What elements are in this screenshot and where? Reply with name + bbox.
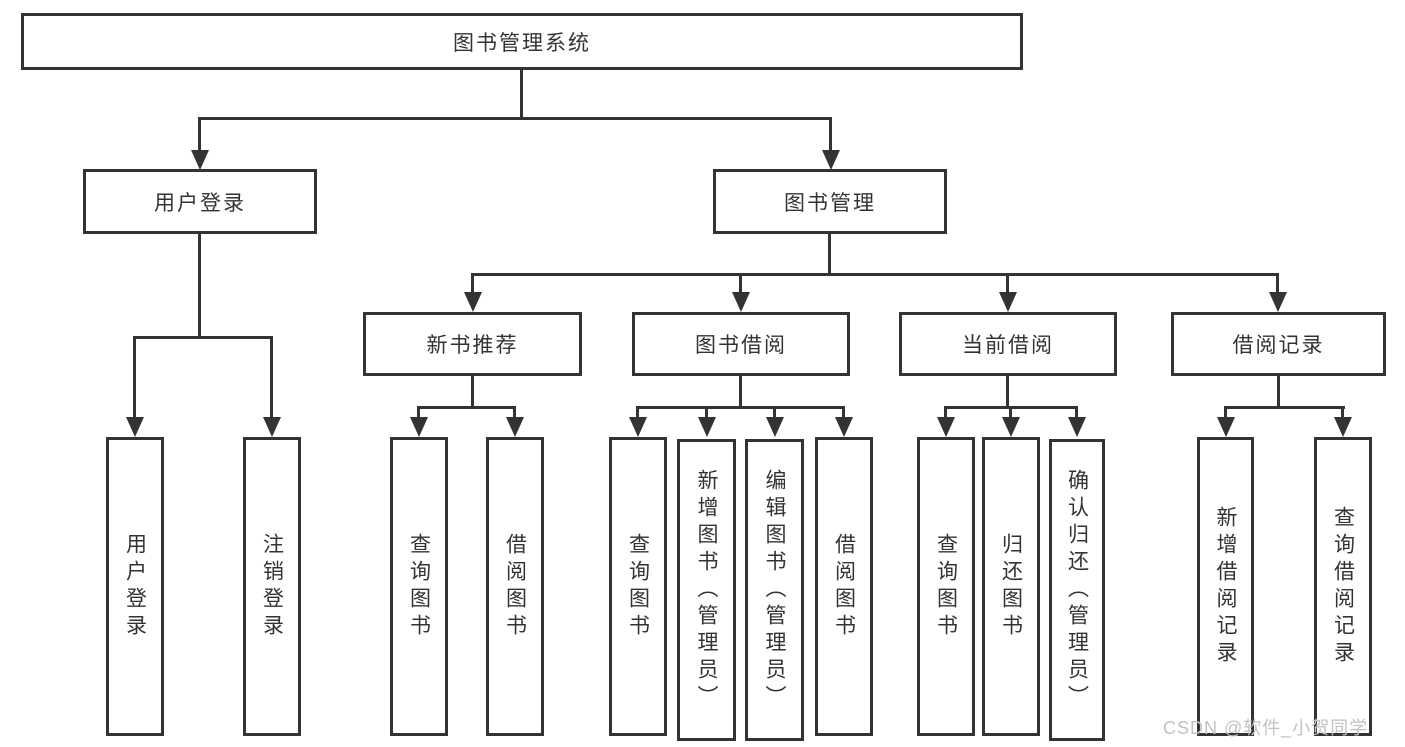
- arrow-down-icon: [263, 417, 281, 437]
- node-current-borrow-label: 当前借阅: [962, 334, 1054, 357]
- connector-root-stem: [520, 69, 523, 120]
- leaf-label: 注销登录: [260, 532, 284, 641]
- connector-vline: [773, 406, 776, 419]
- connector-to-book-management: [829, 117, 832, 152]
- connector-vline: [1341, 406, 1344, 419]
- node-new-book-recommend-label: 新书推荐: [426, 334, 519, 357]
- connector-vline: [636, 406, 639, 419]
- leaf-label: 查询图书: [407, 532, 431, 641]
- connector-root-hline: [198, 117, 832, 120]
- leaf-label: 查询图书: [626, 532, 650, 641]
- connector-vline: [471, 273, 474, 295]
- leaf-add-borrow-record: 新增借阅记录: [1197, 437, 1254, 736]
- connector-stem: [1277, 375, 1280, 409]
- node-current-borrow: 当前借阅: [899, 312, 1117, 376]
- arrow-down-icon: [1334, 417, 1352, 437]
- arrow-down-icon: [835, 417, 853, 437]
- leaf-label: 用户登录: [123, 532, 147, 641]
- leaf-logout: 注销登录: [243, 437, 301, 736]
- arrow-down-icon: [999, 292, 1017, 312]
- leaf-label: 新增借阅记录: [1214, 505, 1237, 668]
- connector-vline: [133, 336, 136, 419]
- arrow-down-icon: [766, 417, 784, 437]
- connector-vline: [739, 273, 742, 295]
- connector-stem: [471, 375, 474, 409]
- connector-to-user-login: [198, 117, 201, 152]
- node-root-label: 图书管理系统: [453, 31, 591, 55]
- leaf-label: 查询借阅记录: [1331, 505, 1355, 668]
- arrow-down-icon: [410, 417, 428, 437]
- connector-stem: [1006, 375, 1009, 409]
- leaf-label: 借阅图书: [503, 532, 527, 641]
- leaf-label: 编辑图书（管理员）: [763, 468, 786, 712]
- arrow-down-icon: [1068, 417, 1086, 437]
- connector-vline: [417, 406, 420, 419]
- arrow-down-icon: [506, 417, 524, 437]
- connector-vline: [513, 406, 516, 419]
- arrow-down-icon: [191, 150, 209, 170]
- node-book-borrow: 图书借阅: [632, 312, 850, 376]
- leaf-edit-books-admin: 编辑图书（管理员）: [745, 439, 804, 741]
- leaf-borrow-borrow-books: 借阅图书: [815, 437, 873, 736]
- arrow-down-icon: [937, 417, 955, 437]
- connector-hline: [418, 406, 516, 409]
- connector-vline: [705, 406, 708, 419]
- leaf-query-borrow-record: 查询借阅记录: [1314, 437, 1372, 736]
- node-new-book-recommend: 新书推荐: [363, 312, 582, 376]
- leaf-label: 新增图书（管理员）: [695, 468, 718, 712]
- leaf-return-books: 归还图书: [982, 437, 1040, 736]
- arrow-down-icon: [822, 150, 840, 170]
- leaf-label: 确认归还（管理员）: [1065, 468, 1089, 712]
- leaf-label: 借阅图书: [832, 532, 856, 641]
- connector-book-management-stem: [828, 233, 831, 276]
- arrow-down-icon: [464, 292, 482, 312]
- connector-vline: [944, 406, 947, 419]
- leaf-label: 归还图书: [999, 532, 1023, 641]
- connector-vline: [270, 336, 273, 419]
- connector-vline: [1075, 406, 1078, 419]
- leaf-label: 查询图书: [934, 532, 958, 641]
- leaf-recommend-borrow-books: 借阅图书: [486, 437, 544, 736]
- leaf-recommend-query-books: 查询图书: [390, 437, 448, 736]
- connector-book-management-hline: [471, 273, 1279, 276]
- connector-user-login-hline: [133, 336, 273, 339]
- arrow-down-icon: [732, 292, 750, 312]
- connector-vline: [1276, 273, 1279, 295]
- connector-user-login-stem: [198, 233, 201, 339]
- connector-vline: [842, 406, 845, 419]
- node-book-management-label: 图书管理: [784, 191, 876, 215]
- connector-hline: [1224, 406, 1345, 409]
- leaf-current-query-books: 查询图书: [917, 437, 975, 736]
- connector-hline: [636, 406, 844, 409]
- connector-vline: [1006, 273, 1009, 295]
- connector-vline: [1009, 406, 1012, 419]
- connector-stem: [739, 375, 742, 409]
- arrow-down-icon: [1217, 417, 1235, 437]
- leaf-borrow-query-books: 查询图书: [609, 437, 667, 736]
- node-book-management: 图书管理: [713, 169, 947, 234]
- node-root: 图书管理系统: [21, 13, 1023, 70]
- arrow-down-icon: [1269, 292, 1287, 312]
- arrow-down-icon: [126, 417, 144, 437]
- leaf-add-books-admin: 新增图书（管理员）: [677, 439, 736, 741]
- node-book-borrow-label: 图书借阅: [695, 334, 787, 357]
- arrow-down-icon: [629, 417, 647, 437]
- leaf-confirm-return-admin: 确认归还（管理员）: [1049, 439, 1105, 741]
- node-borrow-records-label: 借阅记录: [1232, 334, 1325, 357]
- node-user-login: 用户登录: [83, 169, 317, 234]
- arrow-down-icon: [698, 417, 716, 437]
- leaf-user-login: 用户登录: [106, 437, 164, 736]
- node-borrow-records: 借阅记录: [1171, 312, 1386, 376]
- connector-vline: [1224, 406, 1227, 419]
- node-user-login-label: 用户登录: [154, 191, 246, 215]
- arrow-down-icon: [1002, 417, 1020, 437]
- csdn-watermark: CSDN @软件_小贺同学: [1163, 718, 1369, 738]
